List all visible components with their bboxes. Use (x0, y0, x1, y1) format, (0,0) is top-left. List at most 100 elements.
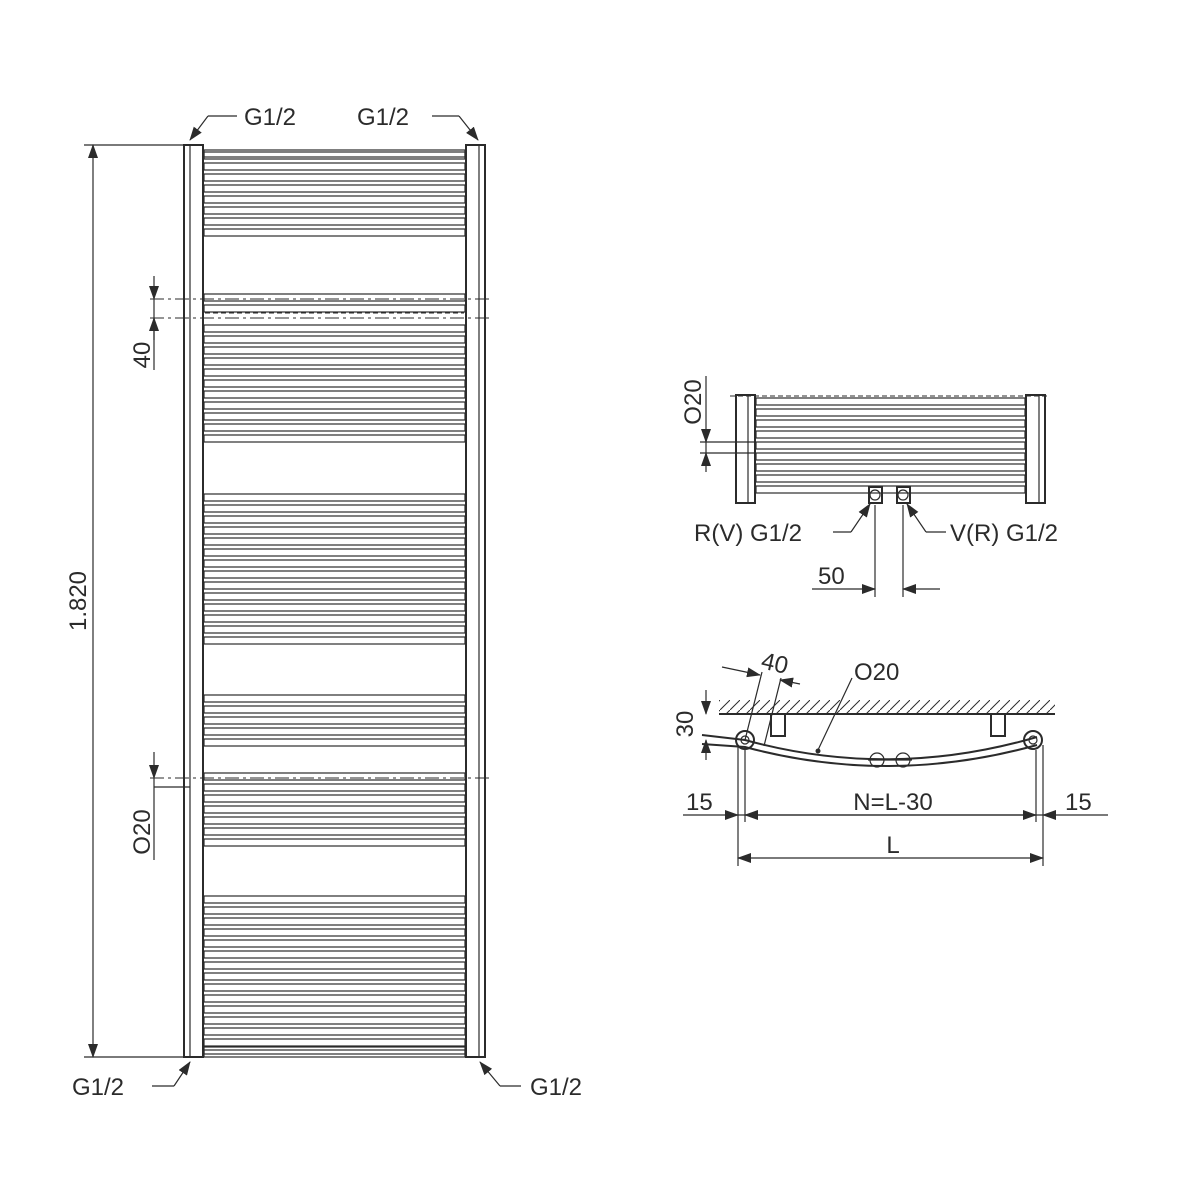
connection-top-right: G1/2 (357, 104, 479, 141)
side-view-bar (755, 397, 1026, 406)
radiator-bar (203, 184, 466, 193)
radiator-bar (203, 1038, 466, 1047)
plan-end-left-label: 15 (686, 789, 713, 816)
radiator-bar (203, 570, 466, 579)
side-view: O20 R(V) G1/2 V(R) G1/2 50 (680, 376, 1058, 597)
lower-pitch-label: O20 (129, 809, 156, 854)
radiator-bar (203, 293, 466, 302)
radiator-bar (203, 983, 466, 992)
height-label: 1.820 (65, 571, 92, 631)
radiator-bar (203, 401, 466, 410)
connection-top-left: G1/2 (189, 104, 296, 141)
height-dimension: 1.820 (65, 144, 184, 1058)
radiator-bar (203, 324, 466, 333)
radiator-bar (203, 906, 466, 915)
side-view-bar (755, 430, 1026, 439)
radiator-bar (203, 515, 466, 524)
radiator-bar (203, 1046, 466, 1055)
plan-tube-label: O20 (854, 659, 899, 686)
port-spacing-label: 50 (818, 563, 845, 590)
radiator-bar (203, 895, 466, 904)
radiator-bar (203, 228, 466, 237)
wall-hatch (719, 700, 1055, 714)
radiator-bar (203, 705, 466, 714)
radiator-bar (203, 504, 466, 513)
connection-bottom-left: G1/2 (72, 1061, 191, 1101)
radiator-bar (203, 727, 466, 736)
side-view-bar (755, 408, 1026, 417)
side-view-bar (755, 441, 1026, 450)
side-view-bar (755, 452, 1026, 461)
plan-depth-dimension: 30 (672, 690, 711, 760)
radiator-bar (203, 335, 466, 344)
radiator-bar (203, 772, 466, 781)
plan-total-label: L (886, 832, 899, 859)
radiator-bar (203, 592, 466, 601)
radiator-bar (203, 603, 466, 612)
radiator-bar (203, 346, 466, 355)
radiator-bar (203, 961, 466, 970)
plan-total-dimension: L (737, 832, 1044, 863)
radiator-bar (203, 614, 466, 623)
radiator-bar (203, 805, 466, 814)
plan-width-dimensions: 15 N=L-30 15 (683, 789, 1108, 820)
radiator-bar (203, 917, 466, 926)
radiator-bar (203, 368, 466, 377)
side-tube-dimension: O20 (680, 376, 755, 472)
radiator-bar (203, 827, 466, 836)
inlet-ports (868, 486, 911, 504)
conn-bottom-right-label: G1/2 (530, 1074, 582, 1101)
radiator-bar (203, 838, 466, 847)
upper-pitch-label: 40 (129, 342, 156, 369)
right-collector-tube (465, 144, 486, 1058)
front-view: 1.820 40 O20 G1/2 G1/2 (65, 104, 582, 1101)
radiator-bar (203, 559, 466, 568)
radiator-bar (203, 928, 466, 937)
plan-offset-dimension: 40 (721, 648, 801, 747)
radiator-bar (203, 493, 466, 502)
radiator-bar (203, 636, 466, 645)
radiator-bar (203, 783, 466, 792)
radiator-bar (203, 1016, 466, 1025)
left-collector-tube (183, 144, 204, 1058)
port-right-label: V(R) G1/2 (950, 520, 1058, 547)
radiator-bar (203, 1027, 466, 1036)
side-view-bar (755, 463, 1026, 472)
side-tube-label: O20 (680, 379, 707, 424)
radiator-bar (203, 526, 466, 535)
radiator-bar (203, 939, 466, 948)
connection-bottom-right: G1/2 (479, 1061, 582, 1101)
radiator-bar (203, 994, 466, 1003)
radiator-bar (203, 716, 466, 725)
radiator-bar (203, 206, 466, 215)
plan-view: 40 O20 30 15 N=L-30 15 L (672, 648, 1108, 866)
radiator-bar (203, 816, 466, 825)
plan-depth-label: 30 (672, 711, 699, 738)
radiator-bar (203, 694, 466, 703)
radiator-bar (203, 390, 466, 399)
side-view-bar (755, 474, 1026, 483)
radiator-bar (203, 162, 466, 171)
plan-center-label: N=L-30 (853, 789, 932, 816)
radiator-bar (203, 149, 466, 158)
radiator-bar (203, 1005, 466, 1014)
radiator-bar (203, 950, 466, 959)
radiator-bar (203, 423, 466, 432)
radiator-bar (203, 304, 466, 313)
radiator-bar (203, 379, 466, 388)
port-spacing-dimension: 50 (812, 505, 940, 597)
radiator-bar (203, 195, 466, 204)
radiator-bar (203, 434, 466, 443)
conn-top-right-label: G1/2 (357, 104, 409, 131)
plan-offset-label: 40 (759, 648, 791, 680)
radiator-bar (203, 537, 466, 546)
radiator-bar (203, 625, 466, 634)
side-view-bars (755, 397, 1026, 494)
upper-pitch-dimension: 40 (129, 276, 159, 370)
radiator-bar (203, 173, 466, 182)
radiator-bar (203, 738, 466, 747)
radiator-bar (203, 794, 466, 803)
radiator-bars (203, 149, 466, 1058)
port-left-label: R(V) G1/2 (694, 520, 802, 547)
